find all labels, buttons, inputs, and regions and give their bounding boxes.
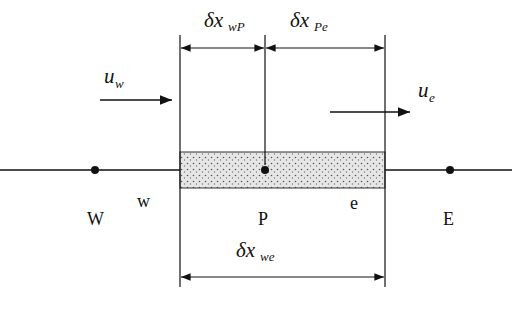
velocity-arrow: [330, 111, 410, 113]
velocity-symbol: u: [104, 66, 115, 87]
velocity-subscript: w: [115, 77, 124, 90]
node-dot: [446, 166, 454, 174]
dimension-subscript: wP: [228, 20, 245, 33]
velocity-symbol: u: [418, 80, 429, 101]
velocity-subscript: e: [429, 91, 435, 104]
dimension-arrow: [266, 47, 384, 48]
control-volume: [180, 152, 385, 188]
dimension-arrow: [181, 276, 384, 277]
node-name: E: [443, 210, 454, 228]
node-dot: [91, 166, 99, 174]
face-line: [384, 35, 385, 287]
dimension-symbol: δx: [290, 10, 309, 31]
dimension-subscript: Pe: [314, 20, 328, 33]
dimension-symbol: δx: [236, 240, 255, 261]
face-name: w: [137, 192, 150, 210]
face-name: e: [350, 194, 358, 212]
velocity-arrow: [100, 99, 172, 101]
dimension-symbol: δx: [204, 10, 223, 31]
node-name: W: [87, 210, 104, 228]
node-line: [264, 35, 265, 165]
dimension-arrow: [181, 47, 264, 48]
face-line: [179, 35, 180, 287]
dimension-subscript: we: [260, 250, 274, 263]
node-name: P: [258, 210, 268, 228]
node-dot: [261, 166, 269, 174]
